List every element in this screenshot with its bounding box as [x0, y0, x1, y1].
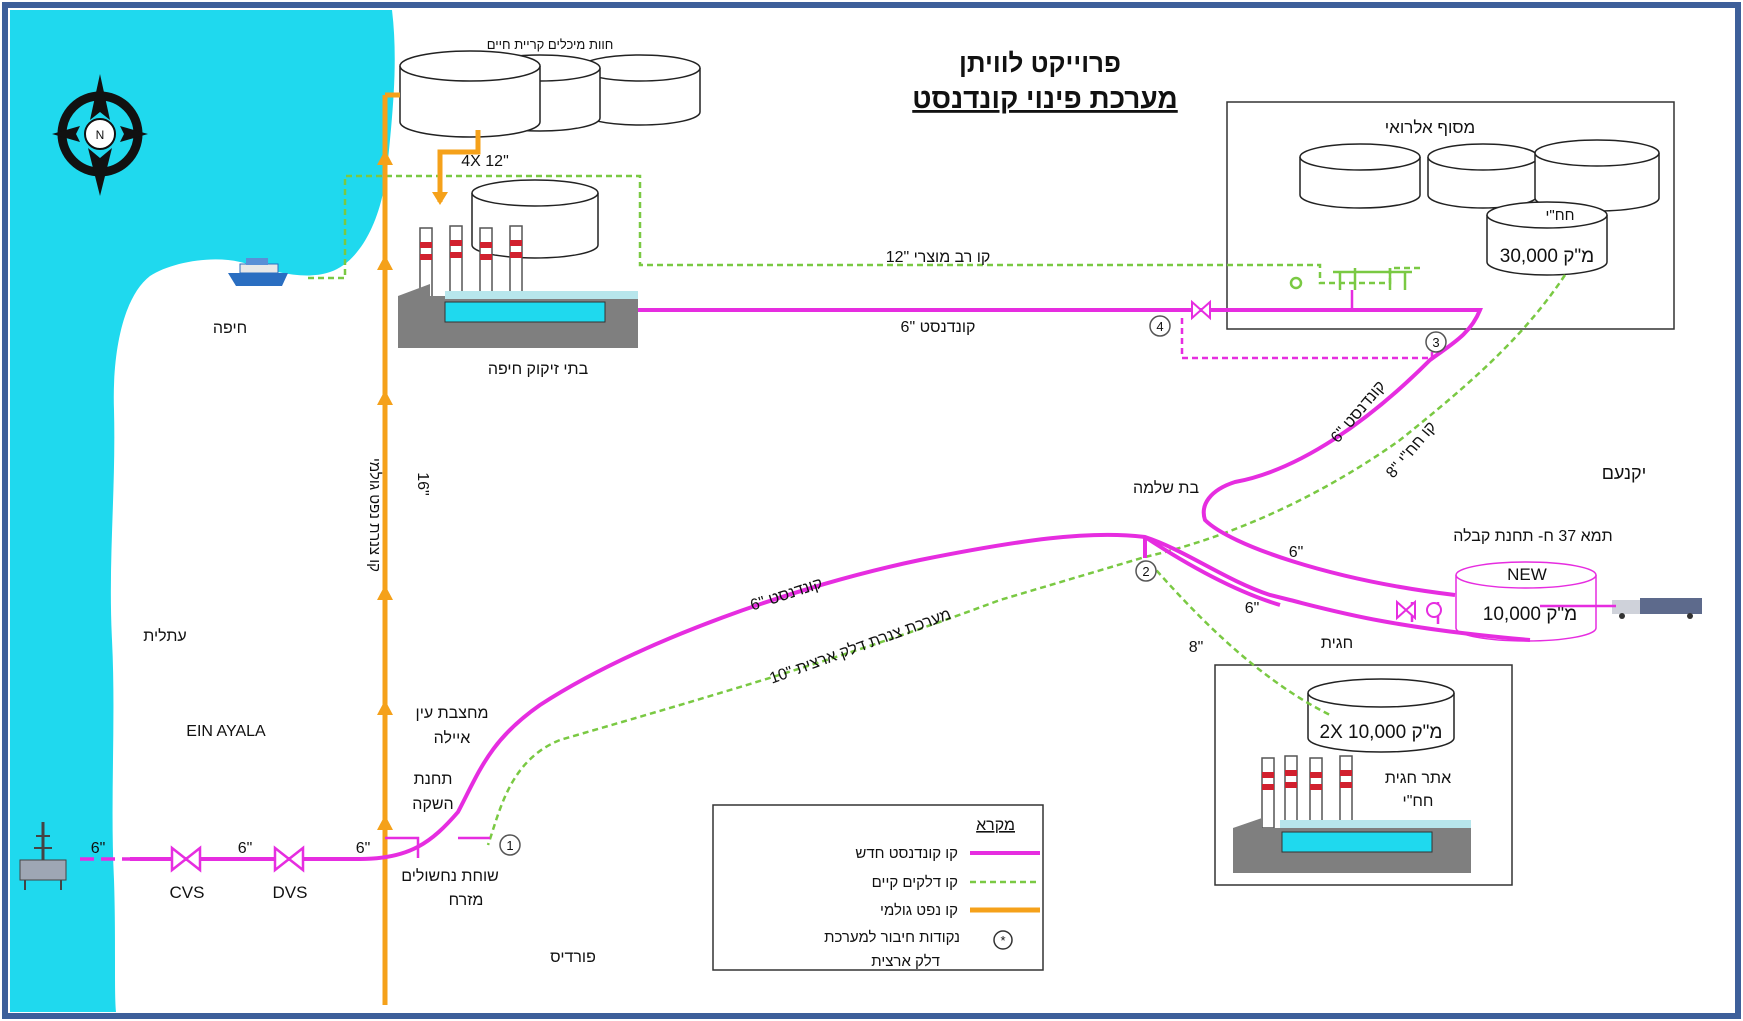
six-label-b: 6" [1245, 600, 1260, 617]
connection-point-4: 4 [1149, 315, 1171, 337]
connection-point-1: 1 [499, 834, 521, 856]
condensate-main-label: קונדנסט "6 [748, 575, 824, 614]
existing-fuel-lines [308, 174, 1567, 846]
legend-connection-icon-mark: * [1000, 933, 1005, 948]
alroei-terminal-box [1226, 101, 1675, 330]
title-line2: מערכת פינוי קונדנסט [912, 83, 1178, 114]
legend-item-condensate: קו קונדנסט חדש [855, 845, 958, 862]
launch-station-label-1: תחנת [414, 771, 453, 788]
connection-point-3: 3 [1425, 331, 1447, 353]
alroei-tank-capacity: 30,000 מ"ק [1500, 246, 1594, 267]
compass-north-label: N [96, 128, 105, 142]
place-atlit: עתלית [143, 627, 186, 645]
connection-point-2-label: 2 [1142, 564, 1149, 579]
offshore-platform-icon [19, 822, 67, 890]
crude-line-label: קו צנרת נפט גולמי [366, 458, 383, 572]
connection-point-2: 2 [1135, 560, 1157, 582]
valve-chamber-label-1: שוחת נחשולים [401, 867, 499, 885]
truck-icon [1612, 598, 1702, 619]
new-reception-tank [1455, 561, 1597, 642]
crude-4x12-label: 4X 12" [461, 153, 509, 170]
six-offshore-label: 6" [91, 840, 106, 857]
legend-connection-icon [993, 930, 1013, 950]
place-yokneam: יקנעם [1602, 463, 1647, 483]
alroei-tank-tag: חח"י [1546, 207, 1575, 224]
hagit-tanks-capacity: 2X 10,000 מ"ק [1320, 722, 1443, 743]
cvs-valve-icon [170, 845, 202, 873]
reception-station-label: תמא 37 ח- תחנת קבלה [1453, 527, 1612, 545]
legend-connection-label-1: נקודות חיבור למערכת [824, 929, 960, 946]
eight-hagit-label: 8" [1189, 639, 1204, 656]
sea [10, 10, 395, 1012]
six-mid-label: 6" [238, 840, 253, 857]
alroei-tanks [1299, 139, 1660, 276]
condensate-top-label: קונדנסט "6 [901, 319, 976, 336]
crude-oil-line [382, 92, 481, 1005]
place-hagit: חגית [1321, 635, 1353, 652]
hagit-site-box [1214, 664, 1513, 886]
dvs-label: DVS [273, 883, 308, 902]
legend-title: מקרא [976, 817, 1015, 834]
legend-item-crude: קו נפט גולמי [880, 902, 958, 919]
haifa-refinery [398, 179, 638, 348]
fuel-system-label: מערכת צנרת דלק ארצית "10 [767, 605, 953, 688]
condensate-curve-label: קונדנסט "6 [1328, 378, 1389, 446]
place-bat-shlomo: בת שלמה [1133, 479, 1199, 497]
six-shore-label: 6" [356, 840, 371, 857]
valve-chamber-label-2: מזרח [449, 892, 484, 909]
crude-flow-arrows [377, 150, 448, 830]
hagit-site-label1: אתר חגית [1385, 770, 1451, 787]
alroei-terminal-label: מסוף אלרואי [1385, 118, 1476, 137]
condensate-branch-lines [1180, 318, 1434, 360]
kiryat-haim-tanks-label: חוות מיכלים קריית חיים [487, 37, 614, 52]
connection-point-1-label: 1 [506, 838, 513, 853]
connection-point-3-label: 3 [1432, 335, 1439, 350]
connection-point-4-label: 4 [1156, 319, 1163, 334]
fuel-valve-icon [1289, 268, 1412, 290]
hagit-tanks [1307, 678, 1455, 753]
dvs-valve-icon [273, 845, 305, 873]
crude-16-label: 16" [414, 472, 431, 495]
hagit-site-label2: חח"י [1403, 793, 1434, 810]
ship-icon [228, 258, 288, 286]
refinery-label: בתי זיקוק חיפה [488, 361, 589, 378]
six-label-a: 6" [1289, 544, 1304, 561]
hagit-power-plant [1233, 755, 1471, 873]
station-valve-icon [1396, 599, 1442, 621]
title-line1: פרוייקט לוויתן [959, 48, 1121, 78]
new-tank-capacity: 10,000 מ"ק [1483, 604, 1577, 625]
legend-item-fuel: קו דלקים קיים [872, 874, 958, 891]
new-tank-tag: NEW [1507, 565, 1547, 584]
kiryat-haim-tanks [399, 50, 701, 138]
compass-icon: N [52, 74, 148, 196]
place-fureidis: פורדיס [550, 949, 596, 966]
new-condensate-line [80, 308, 1531, 861]
iec-line-label: קו חח"י "8 [1383, 419, 1440, 482]
cvs-label: CVS [170, 883, 205, 902]
place-ein-ayala: EIN AYALA [186, 723, 266, 740]
legend-connection-label-2: דלק ארצית [871, 953, 940, 970]
legend: מקרא קו קונדנסט חדש קו דלקים קיים קו נפט… [712, 804, 1044, 971]
launch-station-label-2: השקה [412, 796, 453, 813]
quarry-label-2: איילה [434, 729, 471, 747]
top-valve-icon [1191, 299, 1211, 321]
place-haifa: חיפה [213, 320, 247, 337]
products-line-label: קו רב מוצרי "12 [886, 249, 991, 266]
legend-box [712, 804, 1044, 971]
quarry-label-1: מחצבת עין [416, 705, 489, 722]
